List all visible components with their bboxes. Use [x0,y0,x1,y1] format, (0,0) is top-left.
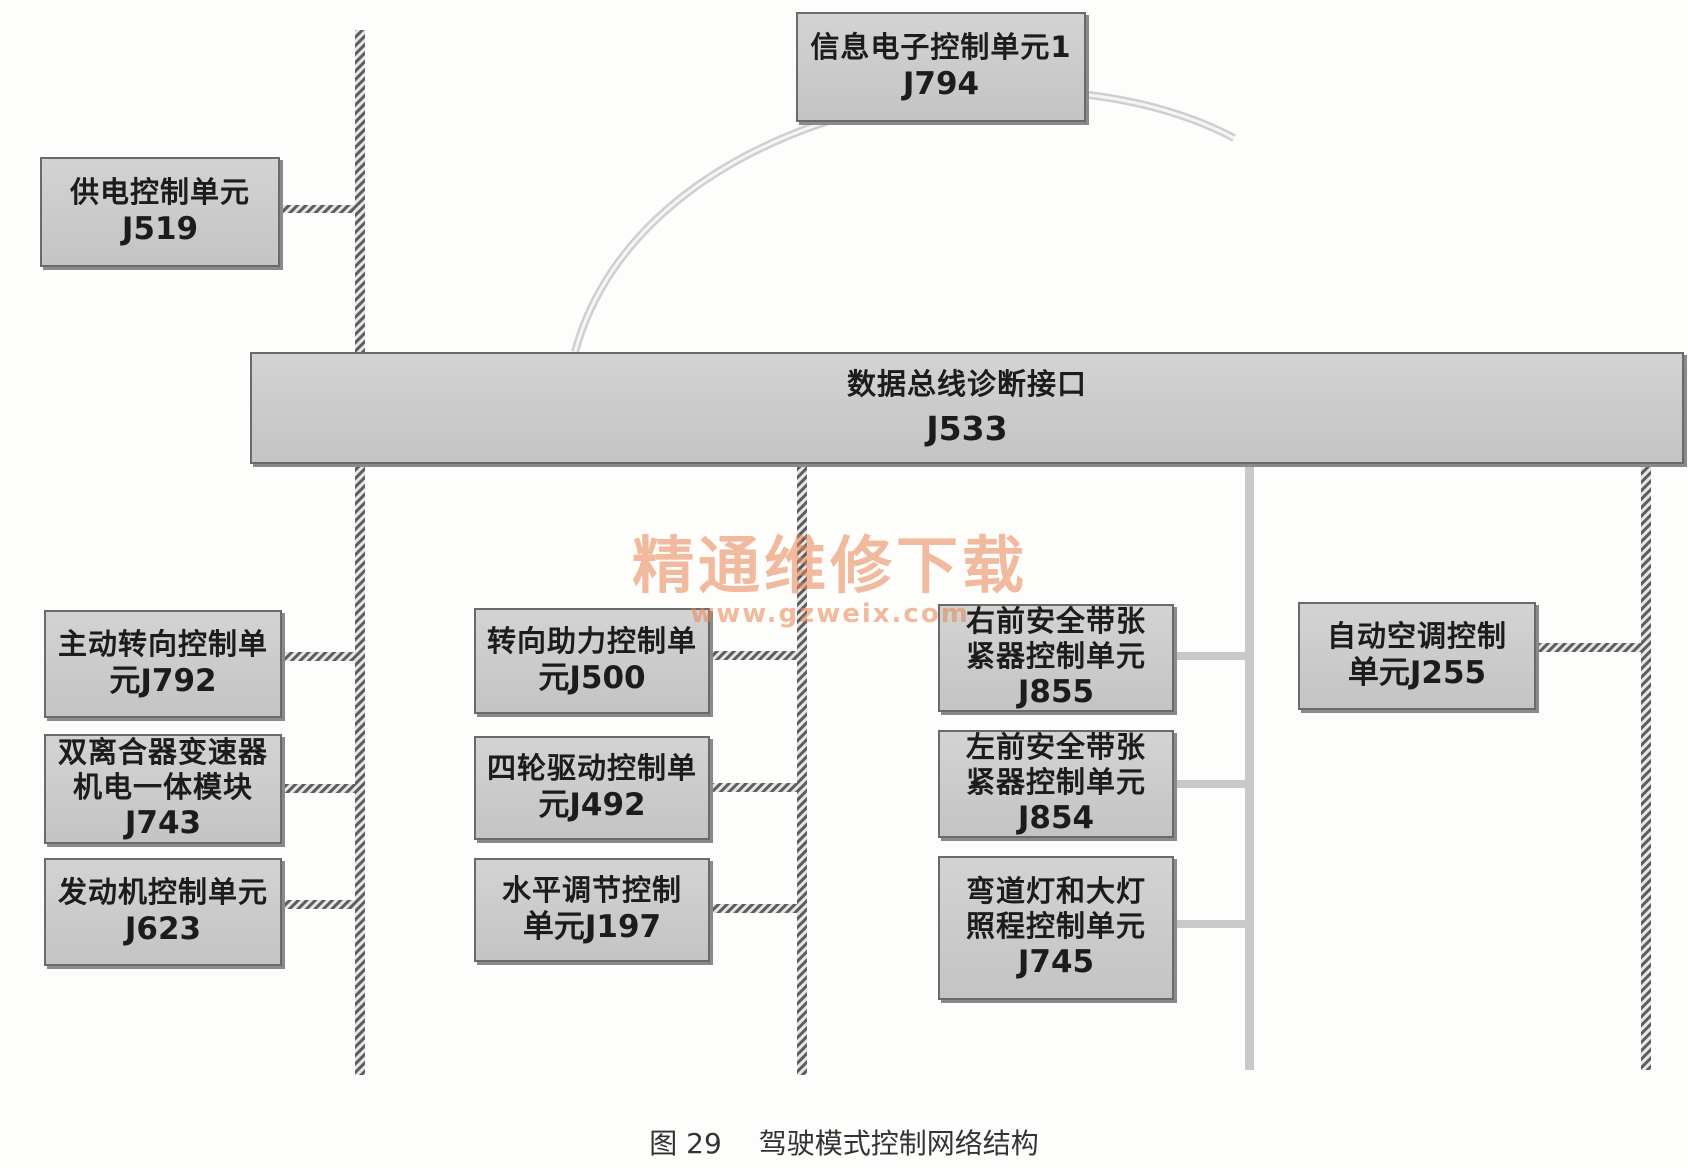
gateway-code: J533 [926,408,1008,448]
unit-j854-line2: 紧器控制单元 [965,765,1146,800]
unit-j255: 自动空调控制 单元J255 [1298,602,1536,710]
unit-j197-line2: 单元J197 [522,908,662,945]
unit-j623-line2: J623 [124,910,202,947]
gateway-name: 数据总线诊断接口 [846,367,1087,402]
bus-left-upper [355,30,365,355]
unit-j745: 弯道灯和大灯 照程控制单元 J745 [938,856,1174,1000]
unit-j500-line1: 转向助力控制单 [486,624,697,659]
unit-j794-code: J794 [902,65,980,102]
bus-right [1641,460,1651,1070]
unit-j792: 主动转向控制单 元J792 [44,610,282,718]
stub-j792 [282,652,356,661]
unit-j623-line1: 发动机控制单元 [57,875,268,910]
stub-j854 [1174,780,1246,788]
unit-j855-line2: 紧器控制单元 [965,639,1146,674]
unit-j855-line1: 右前安全带张 [965,603,1146,638]
unit-j500: 转向助力控制单 元J500 [474,608,710,714]
unit-j794: 信息电子控制单元1 J794 [796,12,1086,122]
unit-j743-line2: 机电一体模块 [72,770,253,805]
unit-j745-line2: 照程控制单元 [965,909,1146,944]
unit-j743-line3: J743 [124,805,202,842]
stub-j519 [278,205,356,213]
unit-j792-line2: 元J792 [109,662,217,699]
unit-j854-line3: J854 [1017,800,1095,837]
unit-j745-line1: 弯道灯和大灯 [965,873,1146,908]
unit-j255-line1: 自动空调控制 [1326,619,1507,654]
unit-j855-line3: J855 [1017,674,1095,711]
unit-j792-line1: 主动转向控制单 [57,627,268,662]
stub-j197 [710,904,798,913]
unit-j794-name: 信息电子控制单元1 [810,30,1072,65]
caption-title: 驾驶模式控制网络结构 [758,1127,1039,1160]
figure-caption: 图 29 驾驶模式控制网络结构 [0,1122,1688,1162]
gateway-j533: 数据总线诊断接口 J533 [250,352,1684,464]
bus-left-lower [355,460,365,1075]
unit-j519-code: J519 [121,210,199,247]
unit-j745-line3: J745 [1017,944,1095,981]
unit-j500-line2: 元J500 [538,659,646,696]
unit-j854: 左前安全带张 紧器控制单元 J854 [938,730,1174,838]
ring-arc-outer [571,86,1236,354]
unit-j519-name: 供电控制单元 [69,175,250,210]
unit-j519: 供电控制单元 J519 [40,157,280,267]
stub-j492 [710,783,798,792]
unit-j623: 发动机控制单元 J623 [44,858,282,966]
unit-j854-line1: 左前安全带张 [965,729,1146,764]
unit-j855: 右前安全带张 紧器控制单元 J855 [938,604,1174,712]
unit-j743-line1: 双离合器变速器 [57,734,268,769]
stub-j743 [282,784,356,793]
stub-j745 [1174,920,1246,928]
unit-j492: 四轮驱动控制单 元J492 [474,736,710,840]
unit-j492-line1: 四轮驱动控制单 [486,751,697,786]
unit-j197-line1: 水平调节控制 [501,873,682,908]
ring-arc-inner [573,89,1235,353]
stub-j255 [1535,643,1643,652]
bus-plain [1245,460,1254,1070]
stub-j623 [282,900,356,909]
caption-figure-number: 图 29 [649,1127,722,1160]
bus-middle [797,460,807,1075]
stub-j500 [710,651,798,660]
unit-j743: 双离合器变速器 机电一体模块 J743 [44,734,282,844]
stub-j855 [1174,652,1246,660]
unit-j255-line2: 单元J255 [1347,654,1487,691]
unit-j197: 水平调节控制 单元J197 [474,858,710,962]
unit-j492-line2: 元J492 [538,786,646,823]
